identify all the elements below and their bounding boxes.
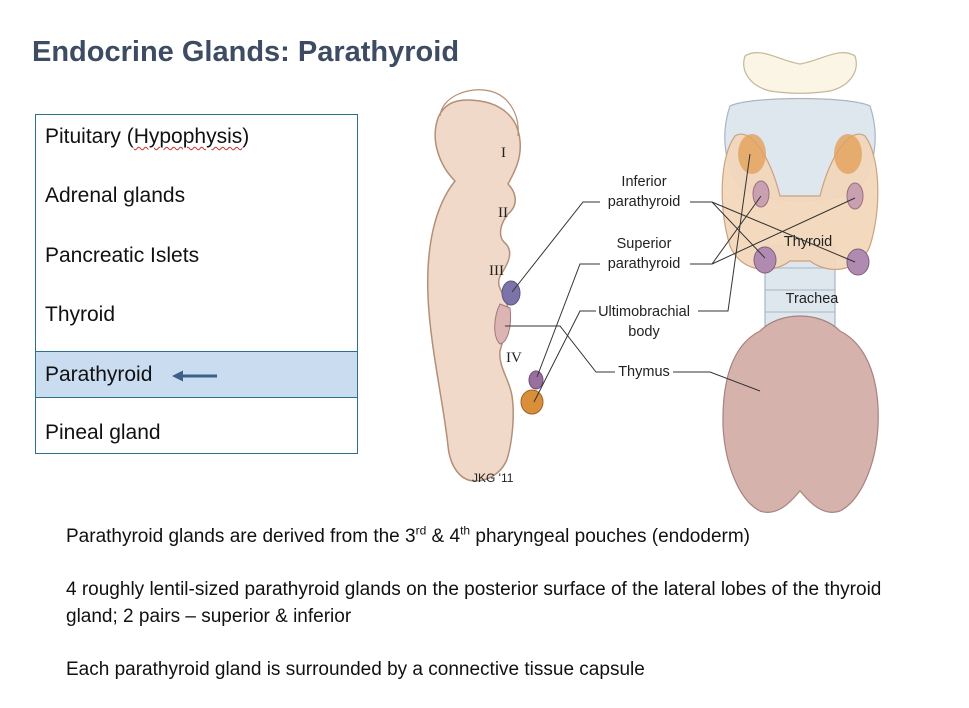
paragraph-text: Parathyroid glands are derived from the … <box>66 526 416 547</box>
list-item-parathyroid-highlighted: Parathyroid <box>36 351 357 398</box>
pouch-numeral-1: I <box>501 145 506 161</box>
list-item-pancreatic: Pancreatic Islets <box>45 244 200 267</box>
label-ultimobrachial-1: Ultimobrachial <box>598 304 690 320</box>
list-item-thyroid: Thyroid <box>45 303 116 326</box>
leader-lines <box>505 153 856 403</box>
paragraph-anatomy: 4 roughly lentil-sized parathyroid gland… <box>66 579 882 627</box>
label-inferior-parathyroid-2: parathyroid <box>608 194 681 210</box>
label-trachea: Trachea <box>786 291 840 307</box>
pouch-numeral-4: IV <box>506 350 522 366</box>
list-item-label: Parathyroid <box>45 363 153 386</box>
superscript: rd <box>415 523 427 538</box>
paragraph-text: & 4 <box>426 526 461 547</box>
slide-title: Endocrine Glands: Parathyroid <box>32 36 460 68</box>
paragraph-capsule: Each parathyroid gland is surrounded by … <box>66 659 645 680</box>
list-item-adrenal: Adrenal glands <box>45 184 186 207</box>
list-item-pineal: Pineal gland <box>45 421 161 444</box>
left-arrow-icon <box>172 353 218 398</box>
gland-list: Pituitary (Hypophysis) Adrenal glands Pa… <box>35 114 358 454</box>
pouch-numeral-2: II <box>498 205 508 221</box>
list-item-pituitary: Pituitary (Hypophysis) <box>36 125 357 149</box>
label-ultimobrachial-2: body <box>628 324 660 340</box>
pharyngeal-arches-illustration <box>426 89 544 482</box>
label-superior-parathyroid-1: Superior <box>617 236 672 252</box>
spellcheck-word: Hypophysis <box>133 125 243 148</box>
label-superior-parathyroid-2: parathyroid <box>608 256 681 272</box>
list-item-label: ) <box>242 125 250 148</box>
paragraph-derivation: Parathyroid glands are derived from the … <box>66 523 926 550</box>
label-thymus: Thymus <box>618 364 670 380</box>
pharyngeal-pouch-diagram: I II III IV JKG '11 Inferior parathyroid… <box>426 52 879 513</box>
artist-signature: JKG '11 <box>472 471 514 485</box>
paragraph-text: pharyngeal pouches (endoderm) <box>470 526 750 547</box>
list-item-label: Pituitary ( <box>45 125 134 148</box>
label-inferior-parathyroid-1: Inferior <box>621 174 666 190</box>
pouch-numeral-3: III <box>489 263 504 279</box>
superscript: th <box>460 523 471 538</box>
neck-anatomy-illustration <box>721 52 879 513</box>
